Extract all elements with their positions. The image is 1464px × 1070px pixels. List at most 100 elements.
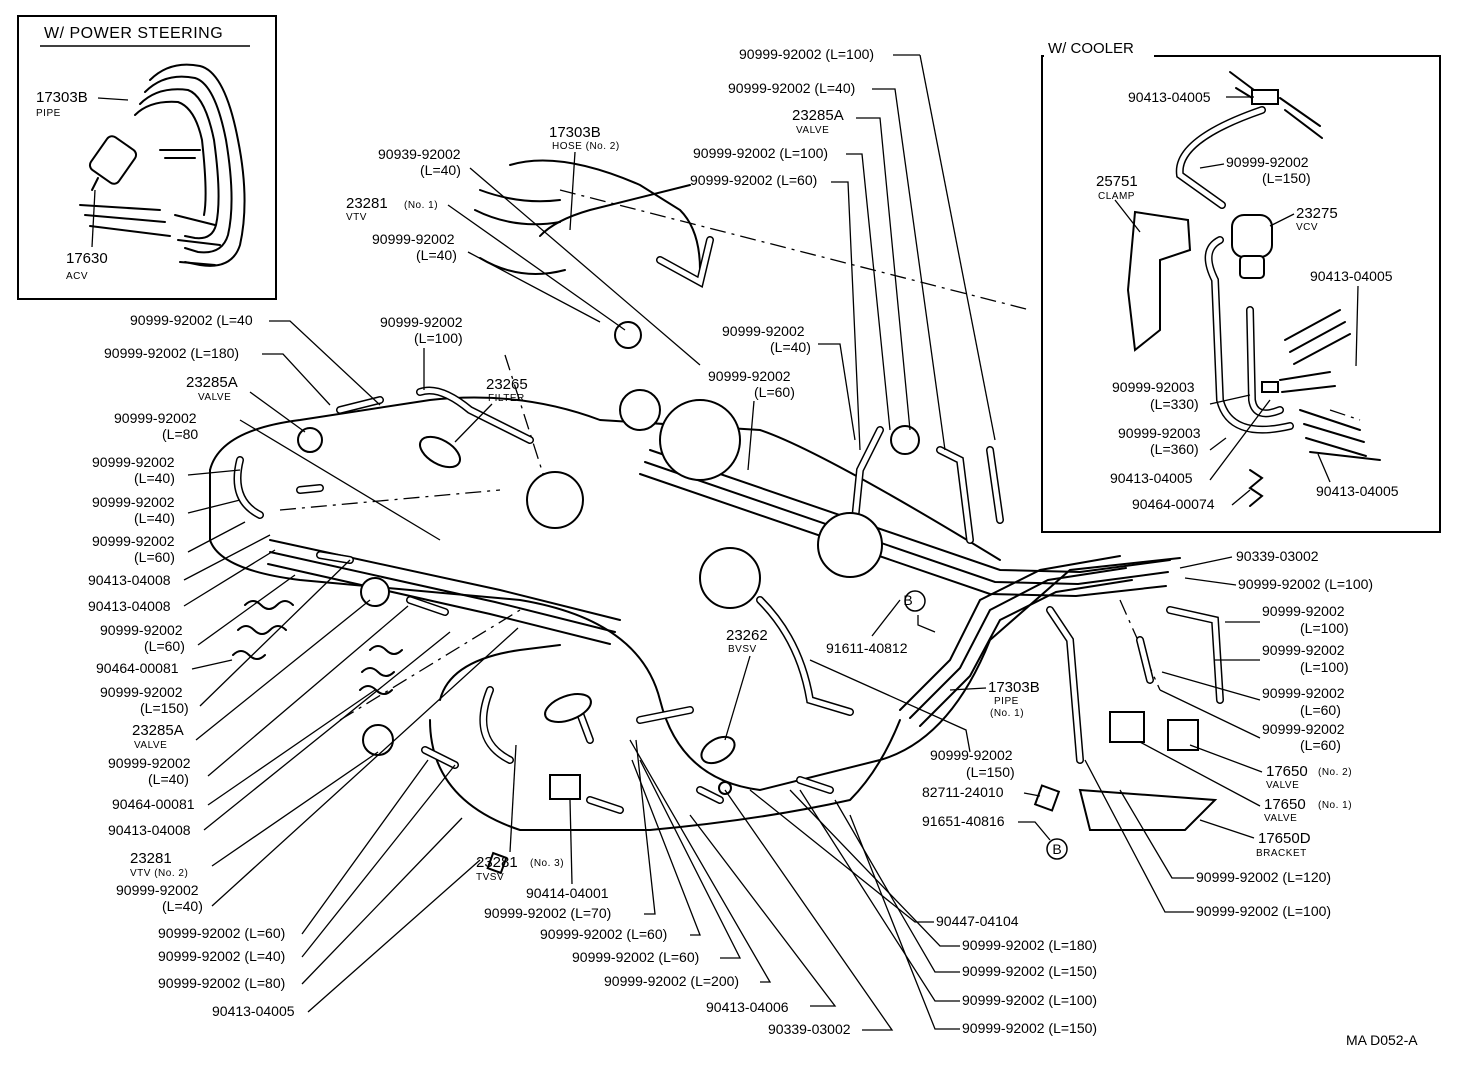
cooler-vcv-name: VCV bbox=[1296, 222, 1318, 233]
label-filter-name: FILTER bbox=[488, 393, 525, 404]
label-top-l40: 90999-92002 (L=40) bbox=[728, 80, 855, 96]
inset-cooler-frame bbox=[1041, 55, 1441, 533]
label-bot-l60c: 90999-92002 (L=60) bbox=[572, 949, 699, 965]
label-left-l40b-part: 90999-92002 bbox=[92, 494, 175, 510]
label-tvsv-part: 23281 bbox=[476, 854, 518, 871]
label-vtv1-sub: (No. 1) bbox=[404, 200, 438, 211]
label-hose-17303b-part: 17303B bbox=[549, 124, 601, 141]
label-hose-l60-mid-part: 90999-92002 bbox=[708, 368, 791, 384]
label-marker-b-bottom: B bbox=[1052, 841, 1061, 857]
label-top2-l100: 90999-92002 (L=100) bbox=[693, 145, 828, 161]
label-left-l180: 90999-92002 (L=180) bbox=[104, 345, 239, 361]
cooler-hose-330-len: (L=330) bbox=[1150, 396, 1199, 412]
label-marker-b-top: B bbox=[903, 592, 912, 608]
label-vsv1-sub: (No. 1) bbox=[1318, 800, 1352, 811]
cooler-clamp-right: 90413-04005 bbox=[1310, 268, 1393, 284]
cooler-hose-360-len: (L=360) bbox=[1150, 441, 1199, 457]
label-bracket-part: 17650D bbox=[1258, 830, 1311, 847]
cooler-clamp-name: CLAMP bbox=[1098, 191, 1135, 202]
label-vtv2-name: VTV (No. 2) bbox=[130, 868, 188, 879]
label-bolt-40812: 91611-40812 bbox=[826, 640, 908, 656]
label-vtv1-name: VTV bbox=[346, 212, 367, 223]
ps-pipe-part: 17303B bbox=[36, 89, 88, 106]
label-r-l150: 90999-92002 (L=150) bbox=[962, 963, 1097, 979]
label-r-l120: 90999-92002 (L=120) bbox=[1196, 869, 1331, 885]
cooler-hose-360-part: 90999-92003 bbox=[1118, 425, 1201, 441]
label-r-l180: 90999-92002 (L=180) bbox=[962, 937, 1097, 953]
label-left-l40: 90999-92002 (L=40 bbox=[130, 312, 253, 328]
ps-pipe-drawing bbox=[79, 63, 246, 267]
label-bot-04005: 90413-04005 bbox=[212, 1003, 295, 1019]
label-hose-l40b-len: (L=40) bbox=[416, 247, 457, 263]
inset-power-steering: W/ POWER STEERING 17303B PIPE 17630 ACV bbox=[17, 15, 277, 300]
label-hose-l40-right-len: (L=40) bbox=[770, 339, 811, 355]
label-left-l40d-len: (L=40) bbox=[162, 898, 203, 914]
label-bracket-name: BRACKET bbox=[1256, 848, 1307, 859]
label-vsv2-sub: (No. 2) bbox=[1318, 767, 1352, 778]
label-clamp-04008b: 90413-04008 bbox=[88, 598, 171, 614]
label-r-l100c-len: (L=100) bbox=[1300, 659, 1349, 675]
label-vtv1-part: 23281 bbox=[346, 195, 388, 212]
cooler-clamp-bottom: 90413-04005 bbox=[1110, 470, 1193, 486]
label-hose-l150-mid-len: (L=150) bbox=[966, 764, 1015, 780]
label-r-l100: 90999-92002 (L=100) bbox=[962, 992, 1097, 1008]
label-bvsv-name: BVSV bbox=[728, 644, 757, 655]
label-pipe1-name: PIPE bbox=[994, 696, 1019, 707]
label-bot-l70: 90999-92002 (L=70) bbox=[484, 905, 611, 921]
label-hose-l100-mid-len: (L=100) bbox=[414, 330, 463, 346]
label-bot-03002: 90339-03002 bbox=[768, 1021, 851, 1037]
label-left-l150-len: (L=150) bbox=[140, 700, 189, 716]
label-r-l100d: 90999-92002 (L=100) bbox=[1196, 903, 1331, 919]
label-top-l60: 90999-92002 (L=60) bbox=[690, 172, 817, 188]
label-bot-l60: 90999-92002 (L=60) bbox=[158, 925, 285, 941]
label-drawing-code: MA D052-A bbox=[1346, 1032, 1418, 1048]
label-pipe1-no: (No. 1) bbox=[990, 708, 1024, 719]
cooler-hose-150-part: 90999-92002 bbox=[1226, 154, 1309, 170]
label-tvsv-name: TVSV bbox=[476, 872, 504, 883]
label-bolt-91651: 91651-40816 bbox=[922, 813, 1005, 829]
label-r-04104: 90447-04104 bbox=[936, 913, 1019, 929]
label-hose-l40b-part: 90999-92002 bbox=[372, 231, 455, 247]
label-r-l100b-len: (L=100) bbox=[1300, 620, 1349, 636]
label-valve-lower-name: VALVE bbox=[134, 740, 167, 751]
label-left-l40a-len: (L=40) bbox=[134, 470, 175, 486]
label-clamp-04001: 90414-04001 bbox=[526, 885, 609, 901]
ps-acv-part: 17630 bbox=[66, 250, 108, 267]
label-hose-l60-mid-len: (L=60) bbox=[754, 384, 795, 400]
label-valve-left-name: VALVE bbox=[198, 392, 231, 403]
cooler-drawing bbox=[1126, 71, 1381, 507]
label-pipe1-part: 17303B bbox=[988, 679, 1040, 696]
label-left-l60a-part: 90999-92002 bbox=[92, 533, 175, 549]
label-r-l150b: 90999-92002 (L=150) bbox=[962, 1020, 1097, 1036]
inset-cooler-title: W/ COOLER bbox=[1048, 40, 1134, 57]
label-hose-90939-part: 90939-92002 bbox=[378, 146, 461, 162]
label-clip-00081b: 90464-00081 bbox=[112, 796, 195, 812]
label-left-l40d-part: 90999-92002 bbox=[116, 882, 199, 898]
label-left-l40a-part: 90999-92002 bbox=[92, 454, 175, 470]
callouts: 90999-92002 (L=100) 90999-92002 (L=40) 2… bbox=[88, 46, 1418, 1048]
label-hose-l150-mid-part: 90999-92002 bbox=[930, 747, 1013, 763]
main-hose-drawing bbox=[209, 159, 1361, 875]
label-left-l80-len: (L=80 bbox=[162, 426, 198, 442]
label-bot-l40: 90999-92002 (L=40) bbox=[158, 948, 285, 964]
inset-power-steering-title: W/ POWER STEERING bbox=[44, 25, 223, 42]
cooler-clamp-part: 25751 bbox=[1096, 173, 1138, 190]
label-top-l100: 90999-92002 (L=100) bbox=[739, 46, 874, 62]
label-filter-part: 23265 bbox=[486, 376, 528, 393]
label-vsv1-part: 17650 bbox=[1264, 796, 1306, 813]
label-clamp-04008c: 90413-04008 bbox=[108, 822, 191, 838]
label-bolt-82711: 82711-24010 bbox=[922, 784, 1004, 800]
label-r-l60a-part: 90999-92002 bbox=[1262, 685, 1345, 701]
label-left-l80-part: 90999-92002 bbox=[114, 410, 197, 426]
label-r-l60b-len: (L=60) bbox=[1300, 737, 1341, 753]
label-left-l60b-part: 90999-92002 bbox=[100, 622, 183, 638]
ps-acv-name: ACV bbox=[66, 271, 88, 282]
label-hose-l100-mid-part: 90999-92002 bbox=[380, 314, 463, 330]
label-bot-l60b: 90999-92002 (L=60) bbox=[540, 926, 667, 942]
label-left-l150-part: 90999-92002 bbox=[100, 684, 183, 700]
label-valve-lower-part: 23285A bbox=[132, 722, 184, 739]
label-valve-top-name: VALVE bbox=[796, 125, 829, 136]
label-hose-l40-right-part: 90999-92002 bbox=[722, 323, 805, 339]
label-left-l60b-len: (L=60) bbox=[144, 638, 185, 654]
